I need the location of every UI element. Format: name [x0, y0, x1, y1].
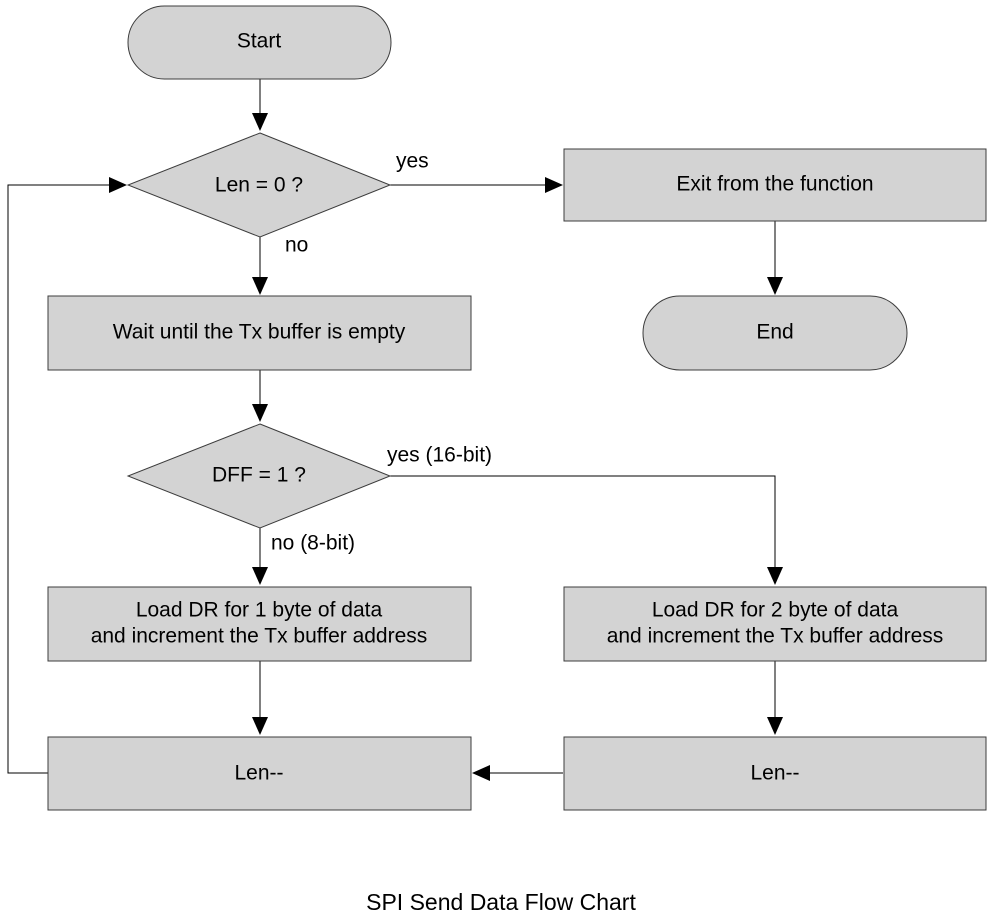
- edge-label-dff-yes: yes (16-bit): [387, 444, 492, 467]
- load-1byte-process: Load DR for 1 byte of data and increment…: [47, 586, 472, 662]
- wait-process: Wait until the Tx buffer is empty: [47, 295, 472, 371]
- edge-label-dff-no: no (8-bit): [271, 532, 355, 555]
- len-check-decision: Len = 0 ?: [126, 132, 392, 238]
- exit-process: Exit from the function: [563, 148, 987, 222]
- process-shape: [47, 736, 472, 811]
- arrowhead: [252, 113, 268, 131]
- end-terminal: End: [642, 295, 908, 371]
- figure-caption: SPI Send Data Flow Chart: [366, 889, 636, 915]
- dff-check-label: DFF = 1 ?: [212, 464, 306, 487]
- len-decrement-left-label: Len--: [234, 762, 283, 785]
- load-2byte-label-line1: Load DR for 2 byte of data: [652, 599, 899, 622]
- terminal-shape: [642, 295, 908, 371]
- terminal-shape: [127, 5, 392, 80]
- arrowhead: [252, 717, 268, 735]
- process-shape: [47, 295, 472, 371]
- edge-label-len-no: no: [285, 234, 308, 257]
- connectors: [7, 79, 783, 781]
- exit-label: Exit from the function: [676, 173, 873, 196]
- load-2byte-label-line2: and increment the Tx buffer address: [607, 625, 944, 648]
- process-shape: [563, 736, 987, 811]
- process-shape: [563, 586, 987, 662]
- arrowhead: [767, 277, 783, 295]
- start-label: Start: [237, 30, 282, 53]
- load-1byte-label-line1: Load DR for 1 byte of data: [136, 599, 383, 622]
- edge-loop-back-to-len-check: [7, 184, 112, 774]
- len-decrement-right-process: Len--: [563, 736, 987, 811]
- arrowhead: [472, 765, 490, 781]
- edge-dff-yes-to-load-2byte: [390, 475, 776, 570]
- dff-check-decision: DFF = 1 ?: [126, 423, 392, 529]
- end-label: End: [756, 321, 793, 344]
- wait-label: Wait until the Tx buffer is empty: [113, 321, 406, 344]
- arrowhead: [252, 277, 268, 295]
- decision-shape: [126, 423, 392, 529]
- arrowhead: [767, 717, 783, 735]
- arrowhead: [767, 567, 783, 585]
- arrowhead: [109, 177, 127, 193]
- edge-label-len-yes: yes: [396, 150, 429, 173]
- arrowhead: [545, 177, 563, 193]
- load-2byte-process: Load DR for 2 byte of data and increment…: [563, 586, 987, 662]
- len-check-label: Len = 0 ?: [215, 174, 303, 197]
- process-shape: [563, 148, 987, 222]
- arrowhead: [252, 567, 268, 585]
- arrowhead: [252, 404, 268, 422]
- process-shape: [47, 586, 472, 662]
- len-decrement-left-process: Len--: [47, 736, 472, 811]
- len-decrement-right-label: Len--: [750, 762, 799, 785]
- load-1byte-label-line2: and increment the Tx buffer address: [91, 625, 428, 648]
- decision-shape: [126, 132, 392, 238]
- start-terminal: Start: [127, 5, 392, 80]
